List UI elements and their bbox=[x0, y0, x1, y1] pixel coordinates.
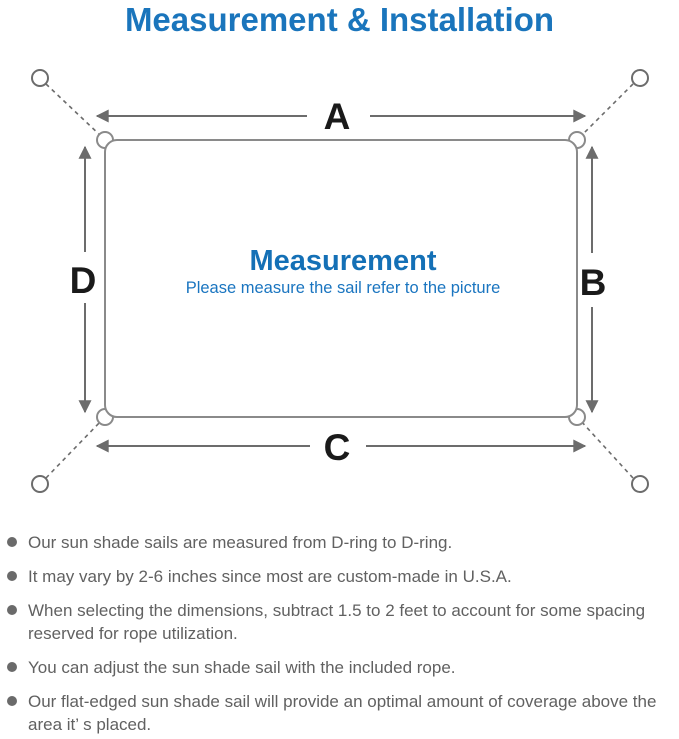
notes-list: Our sun shade sails are measured from D-… bbox=[0, 531, 679, 736]
dimension-label-c: C bbox=[324, 427, 351, 468]
sail-measurement-diagram: A B C D Measurement Please measure the s… bbox=[31, 69, 649, 493]
dimension-label-a: A bbox=[324, 96, 351, 137]
bullet-icon bbox=[7, 605, 17, 615]
note-text: You can adjust the sun shade sail with t… bbox=[28, 658, 456, 677]
bullet-icon bbox=[7, 571, 17, 581]
bullet-icon bbox=[7, 537, 17, 547]
anchor-point-icons bbox=[31, 69, 649, 493]
bullet-icon bbox=[7, 696, 17, 706]
note-text: Our flat-edged sun shade sail will provi… bbox=[28, 692, 657, 734]
measurement-notes: Our sun shade sails are measured from D-… bbox=[0, 531, 679, 739]
note-item: Our flat-edged sun shade sail will provi… bbox=[0, 690, 677, 736]
note-text: Our sun shade sails are measured from D-… bbox=[28, 533, 453, 552]
note-text: It may vary by 2-6 inches since most are… bbox=[28, 567, 512, 586]
dimension-label-b: B bbox=[580, 262, 607, 303]
note-item: Our sun shade sails are measured from D-… bbox=[0, 531, 677, 554]
corner-rope-dashed-lines bbox=[45, 83, 634, 479]
diagram-heading: Measurement bbox=[250, 245, 437, 277]
note-item: It may vary by 2-6 inches since most are… bbox=[0, 565, 677, 588]
dimension-label-d: D bbox=[70, 260, 97, 301]
note-text: When selecting the dimensions, subtract … bbox=[28, 601, 646, 643]
bullet-icon bbox=[7, 662, 17, 672]
page-title: Measurement & Installation bbox=[124, 1, 555, 38]
diagram-subheading: Please measure the sail refer to the pic… bbox=[186, 279, 501, 297]
note-item: When selecting the dimensions, subtract … bbox=[0, 599, 677, 645]
note-item: You can adjust the sun shade sail with t… bbox=[0, 656, 677, 679]
shade-sail-outline bbox=[104, 139, 578, 418]
